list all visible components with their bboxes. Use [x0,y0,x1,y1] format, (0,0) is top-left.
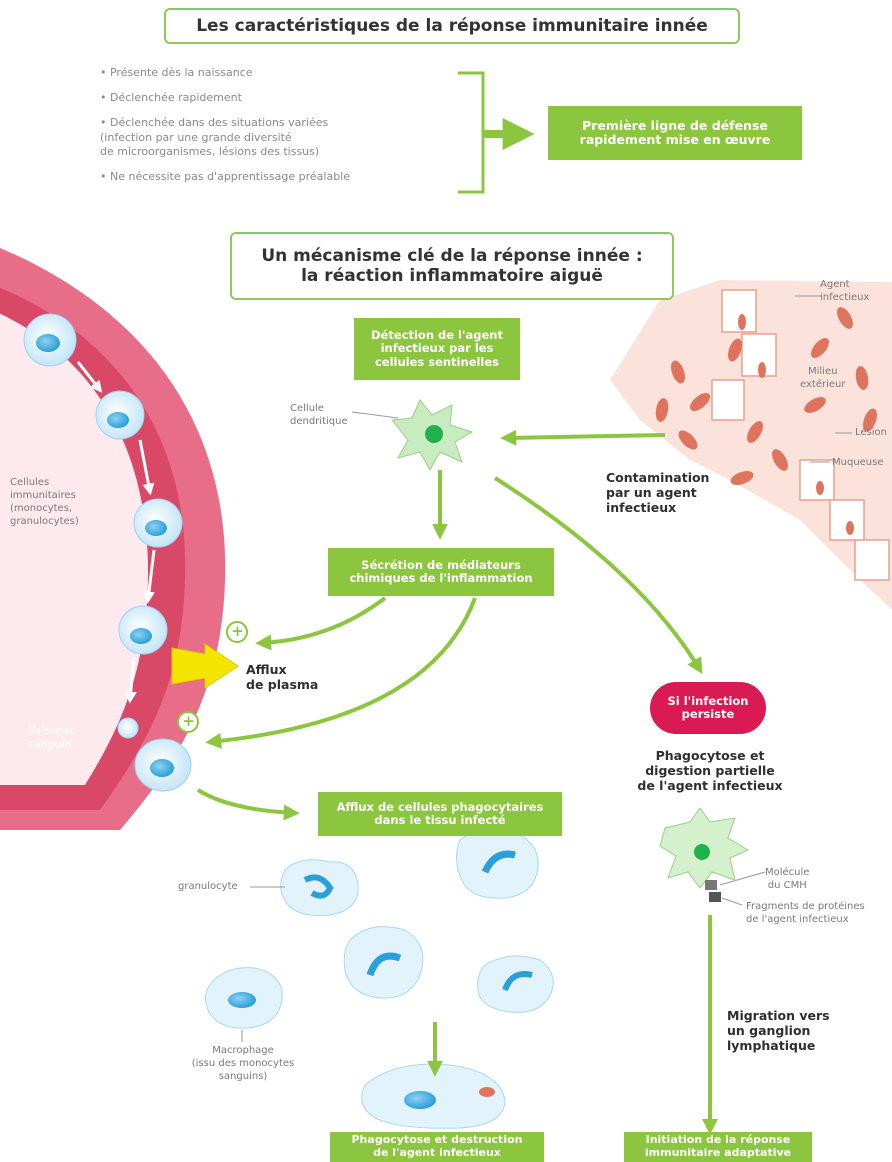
detection-text: infectieux par les [380,341,494,356]
label-granulocyte: granulocyte [178,881,238,892]
first-line-text: Première ligne de défense [582,117,768,133]
flow-arrows [196,429,718,1135]
phagocyte-influx-text: dans le tissu infecté [374,813,506,827]
vessel-flow-arrow [124,656,137,704]
plus-icons [177,621,248,733]
diapedesis-cell-icon [117,717,192,792]
title-characteristics: Les caractéristiques de la réponse immun… [164,8,740,44]
plus-sign-2: + [182,712,195,730]
label-lesion: Lésion [855,427,887,438]
characteristic-item: de microorganismes, lésions des tissus) [100,145,320,159]
plus-sign-1: + [231,622,244,640]
detection-text: Détection de l'agent [371,328,503,343]
secretion-text: Sécrétion de médiateurs [361,557,521,572]
characteristics-bracket [458,71,535,194]
title-mechanism-line: Un mécanisme clé de la réponse innée : [261,245,643,266]
phagocytosis-text: de l'agent infectieux [373,1146,501,1159]
title-mechanism: Un mécanisme clé de la réponse innée : l… [230,232,674,300]
infection-persists-text: persiste [681,707,735,721]
granulocyte-icon [280,859,359,916]
immune-cells-in-vessel [23,313,192,792]
dendritic-cell-icon [351,399,474,472]
characteristics-list: • Présente dès la naissance • Déclenchée… [100,66,460,185]
granulocyte-icon [477,955,554,1013]
infection-persists-text: Si l'infection [667,693,749,708]
adaptive-text: immunitaire adaptative [644,1146,792,1159]
detection-text: cellules sentinelles [374,354,500,369]
plasma-influx-arrow [171,643,239,689]
characteristic-item: • Déclenchée dans des situations variées [100,115,329,129]
vessel-flow-arrow [76,361,103,393]
characteristic-item: (infection par une grande diversité [100,130,292,144]
adaptive-text: Initiation de la réponse [645,1133,791,1147]
label-infectious-agent: Agent infectieux [820,279,870,303]
antigen-presenting-cell-icon [659,807,766,906]
immune-cell-icon [118,605,168,655]
mucosa-tissue [610,280,892,610]
characteristic-item: • Déclenchée rapidement [100,90,242,104]
immune-cell-icon [95,390,145,440]
first-line-text: rapidement mise en œuvre [579,132,771,147]
immune-cell-icon [23,313,77,367]
phagocytosing-macrophage-icon [361,1063,506,1129]
granulocyte-icon [456,829,539,899]
title-mechanism-line: la réaction inflammatoire aiguë [301,266,603,286]
macrophage-icon [204,967,283,1029]
characteristic-item: • Ne nécessite pas d'apprentissage préal… [100,170,351,184]
phagocyte-influx-text: Afflux de cellules phagocytaires [336,799,544,814]
vessel-flow-arrow [143,549,156,604]
secretion-text: chimiques de l'inflammation [349,571,533,585]
phagocytosis-text: Phagocytose et destruction [351,1133,523,1147]
label-mucosa: Muqueuse [832,457,884,468]
bacteria-icon [655,307,877,485]
vessel-flow-arrow [138,439,155,496]
tissue-phagocytes [204,829,554,1129]
immune-cell-icon [133,498,183,548]
characteristic-item: • Présente dès la naissance [100,66,253,79]
granulocyte-icon [343,926,424,999]
